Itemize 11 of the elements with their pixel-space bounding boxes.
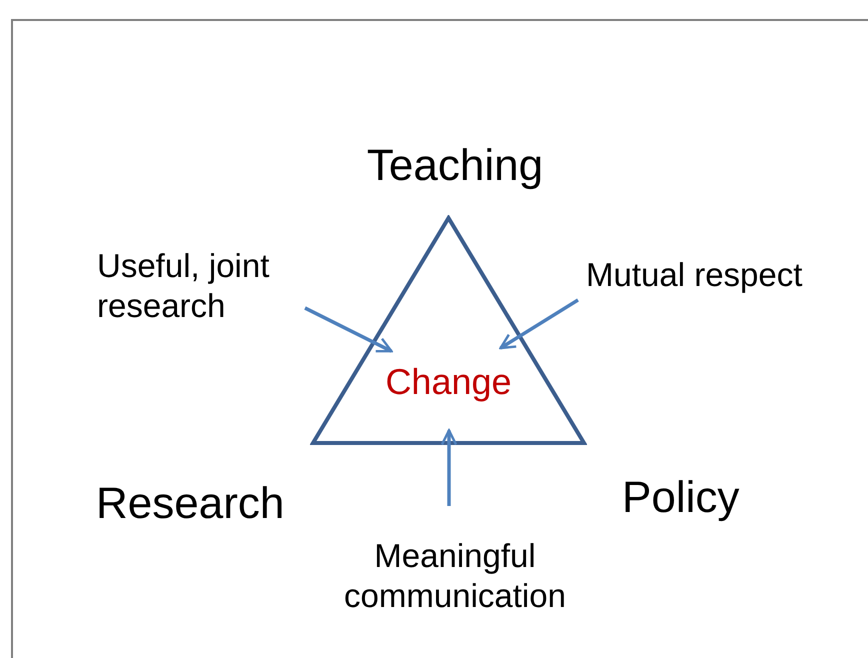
arrow: [440, 429, 458, 506]
arrow: [499, 298, 579, 350]
arrow: [304, 306, 393, 353]
arrow-label: Useful, joint research: [97, 246, 327, 326]
arrow-label: Meaningful communication: [300, 536, 610, 616]
vertex-label: Research: [96, 478, 286, 530]
vertex-label: Teaching: [366, 140, 544, 192]
vertex-label: Policy: [622, 472, 740, 524]
center-label: Change: [384, 360, 513, 404]
triangle-shape: [310, 215, 587, 445]
arrow-label: Mutual respect: [586, 255, 866, 295]
